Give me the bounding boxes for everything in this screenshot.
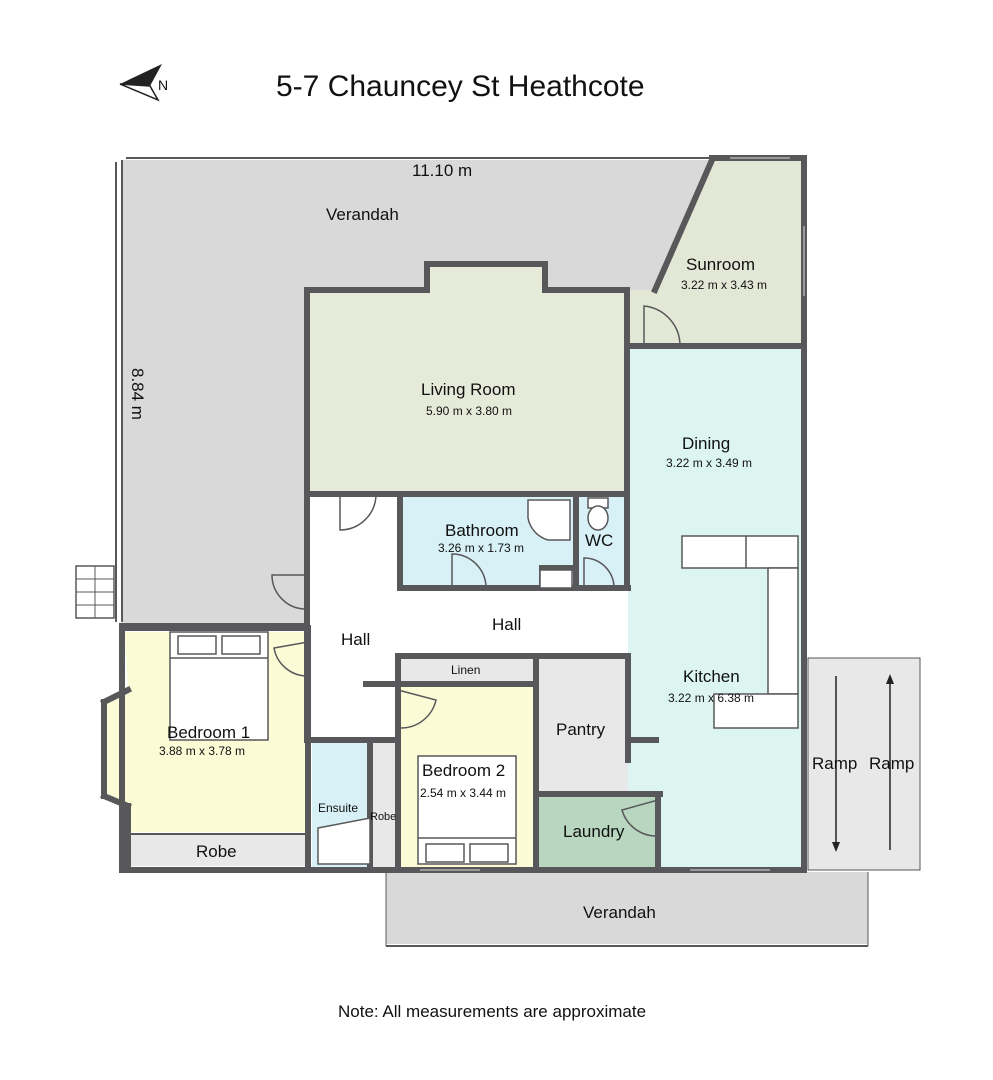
compass-label: N bbox=[158, 77, 168, 93]
living-room-label: Living Room bbox=[421, 380, 516, 399]
sunroom bbox=[628, 160, 802, 346]
hall-left-label: Hall bbox=[341, 630, 370, 649]
dimension-width: 11.10 m bbox=[412, 161, 472, 180]
laundry bbox=[538, 796, 658, 868]
kitchen-label: Kitchen bbox=[683, 667, 740, 686]
dining-size: 3.22 m x 3.49 m bbox=[666, 456, 752, 470]
laundry-label: Laundry bbox=[563, 822, 625, 841]
living-room-size: 5.90 m x 3.80 m bbox=[426, 404, 512, 418]
pantry bbox=[538, 658, 628, 794]
robe-small bbox=[372, 740, 398, 868]
bedroom-2-size: 2.54 m x 3.44 m bbox=[420, 786, 506, 800]
robe-small-label: Robe bbox=[370, 811, 396, 823]
kitchen-counters bbox=[681, 535, 799, 729]
verandah-bottom-label: Verandah bbox=[583, 903, 656, 922]
linen bbox=[398, 658, 536, 684]
verandah-top-label: Verandah bbox=[326, 205, 399, 224]
kitchen-dining bbox=[628, 346, 802, 870]
dimension-depth: 8.84 m bbox=[128, 368, 147, 420]
bathroom-size: 3.26 m x 1.73 m bbox=[438, 541, 524, 555]
bedroom-1-size: 3.88 m x 3.78 m bbox=[159, 744, 245, 758]
sunroom-label: Sunroom bbox=[686, 255, 755, 274]
verandah-bottom bbox=[386, 872, 868, 944]
bedroom-1-label: Bedroom 1 bbox=[167, 723, 250, 742]
dining-label: Dining bbox=[682, 434, 730, 453]
measurement-note: Note: All measurements are approximate bbox=[338, 1002, 647, 1021]
kitchen-size: 3.22 m x 6.38 m bbox=[668, 691, 754, 705]
ensuite-label: Ensuite bbox=[318, 801, 358, 815]
bed-bedroom-2 bbox=[417, 755, 517, 865]
door-arcs bbox=[271, 305, 681, 837]
ramp-2-label: Ramp bbox=[869, 754, 914, 773]
pantry-label: Pantry bbox=[556, 720, 606, 739]
robe-bedroom-1-label: Robe bbox=[196, 842, 237, 861]
wc-label: WC bbox=[585, 531, 613, 550]
bathroom-fixtures bbox=[317, 497, 609, 865]
ramp-area bbox=[807, 657, 921, 871]
verandah-top bbox=[122, 160, 712, 628]
living-room bbox=[310, 264, 627, 494]
windows bbox=[420, 157, 805, 871]
entry-steps bbox=[75, 565, 115, 619]
bed-bedroom-1 bbox=[169, 631, 269, 741]
north-compass-icon: N bbox=[119, 64, 168, 102]
plan-title: 5-7 Chauncey St Heathcote bbox=[276, 70, 645, 103]
sunroom-size: 3.22 m x 3.43 m bbox=[681, 278, 767, 292]
bedroom-2-label: Bedroom 2 bbox=[422, 761, 505, 780]
linen-label: Linen bbox=[451, 663, 480, 677]
robe-bedroom-1 bbox=[128, 834, 308, 866]
bathroom-label: Bathroom bbox=[445, 521, 519, 540]
hall-area bbox=[310, 494, 628, 740]
ramp-1-label: Ramp bbox=[812, 754, 857, 773]
hall-main-label: Hall bbox=[492, 615, 521, 634]
